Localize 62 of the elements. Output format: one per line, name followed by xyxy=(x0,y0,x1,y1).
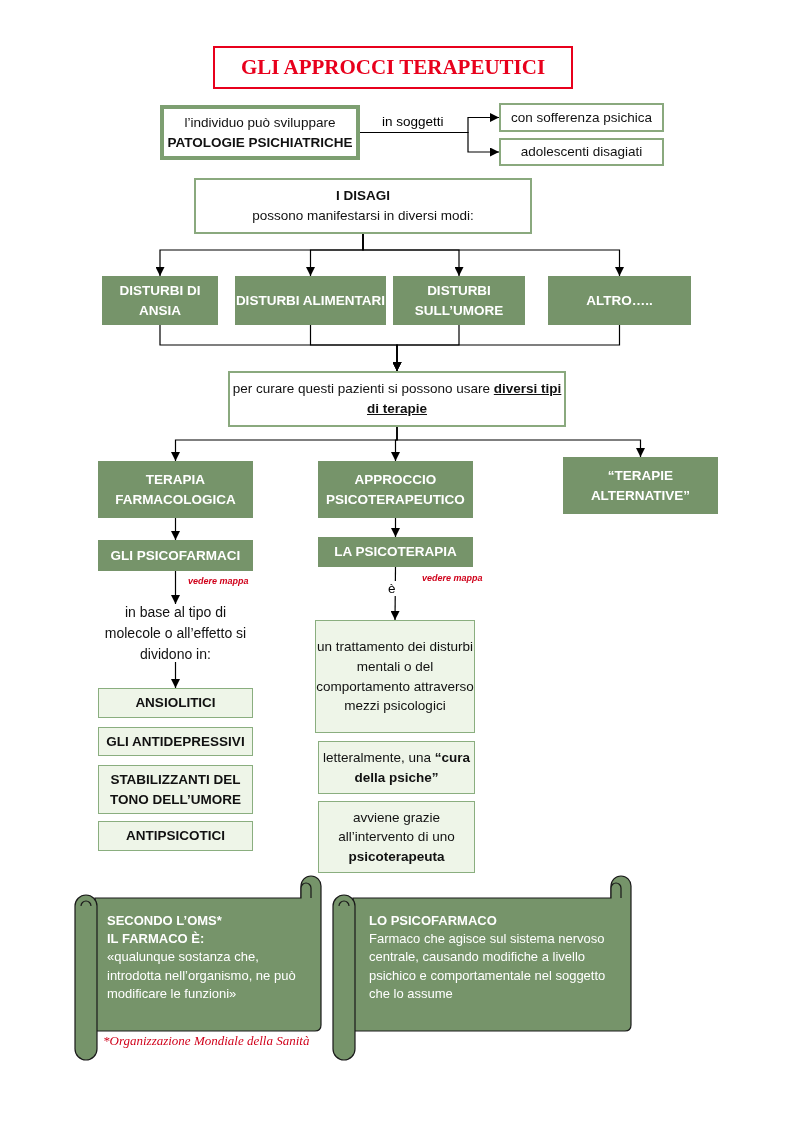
map-reference-note: vedere mappa xyxy=(422,572,483,585)
connector-arrow xyxy=(396,426,645,458)
box-text: un trattamento dei disturbi mentali o del comportamento attraverso mezzi psicologici xyxy=(316,638,474,716)
connector-arrow xyxy=(390,566,400,621)
box-text: GLI ANTIDEPRESSIVI xyxy=(106,732,245,751)
box-text: “TERAPIE ALTERNATIVE” xyxy=(589,466,692,505)
box-text: «qualunque sostanza che, introdotta nell’organismo, ne può modificare le funzioni» xyxy=(107,948,297,1003)
box-text: LO PSICOFARMACO xyxy=(369,912,497,930)
text-box xyxy=(499,138,664,166)
box-text: STABILIZZANTI DEL TONO DELL’UMORE xyxy=(109,770,242,809)
box-text: adolescenti disagiati xyxy=(520,143,643,162)
text-box xyxy=(98,727,253,756)
box-text: ALTRO….. xyxy=(586,291,653,310)
text-box xyxy=(160,105,360,160)
category-box xyxy=(393,276,525,325)
connector-arrow xyxy=(362,233,624,277)
box-text: ANTIPSICOTICI xyxy=(126,827,225,846)
box-text: APPROCCIO PSICOTERAPEUTICO xyxy=(325,470,466,509)
box-text: DISTURBI SULL’UMORE xyxy=(413,281,505,320)
box-text: SECONDO L’OMS* xyxy=(107,912,222,930)
box-text: possono manifestarsi in diversi modi: xyxy=(252,207,474,225)
text-box xyxy=(318,801,475,873)
box-text: per curare questi pazienti si possono usare diversi tipi di terapie xyxy=(231,380,563,418)
box-text: con sofferenza psichica xyxy=(511,108,652,127)
box-text: DISTURBI ALIMENTARI xyxy=(235,291,386,310)
category-box xyxy=(318,461,473,518)
text-box xyxy=(98,821,253,851)
text-box xyxy=(194,178,532,234)
text-box xyxy=(98,765,253,814)
description-text: in base al tipo di molecole o all’effetto si dividono in: xyxy=(103,602,248,664)
connector-arrow xyxy=(171,661,180,689)
category-box xyxy=(98,461,253,518)
connector-arrow xyxy=(171,517,180,541)
connector-arrow xyxy=(391,517,400,538)
edge-label: in soggetti xyxy=(380,114,446,129)
connector-arrow xyxy=(359,131,500,157)
category-box xyxy=(563,457,718,514)
title: GLI APPROCCI TERAPEUTICI xyxy=(213,46,573,89)
map-reference-note: vedere mappa xyxy=(188,575,249,588)
text-box xyxy=(499,103,664,132)
box-text: DISTURBI DI ANSIA xyxy=(118,281,202,320)
category-box xyxy=(548,276,691,325)
box-text: GLI PSICOFARMACI xyxy=(110,546,241,565)
connector-arrow xyxy=(392,324,621,372)
connector-arrow xyxy=(171,570,180,605)
box-text: IL FARMACO È: xyxy=(107,930,205,949)
text-box xyxy=(98,688,253,718)
edge-label: è xyxy=(386,581,398,596)
box-text: l’individuo può sviluppare PATOLOGIE PSICHIATRICHE xyxy=(167,113,353,152)
text-box xyxy=(318,741,475,794)
category-box xyxy=(235,276,386,325)
box-text: Farmaco che agisce sul sistema nervoso centrale, causando modifiche a livello psichico e comportamentale nel soggetto che lo assume xyxy=(369,930,607,1003)
box-text: ANSIOLITICI xyxy=(135,694,216,713)
box-text: TERAPIA FARMACOLOGICA xyxy=(114,470,237,509)
footnote: *Organizzazione Mondiale della Sanità xyxy=(103,1032,310,1050)
box-text: LA PSICOTERAPIA xyxy=(334,543,457,562)
category-box xyxy=(102,276,218,325)
box-text: I DISAGI xyxy=(336,187,390,206)
text-box xyxy=(228,371,566,427)
box-text: letteralmente, una “cura della psiche” xyxy=(321,748,472,787)
box-text: avviene grazie all’intervento di uno psicoterapeuta xyxy=(337,808,456,866)
text-box xyxy=(315,620,475,733)
